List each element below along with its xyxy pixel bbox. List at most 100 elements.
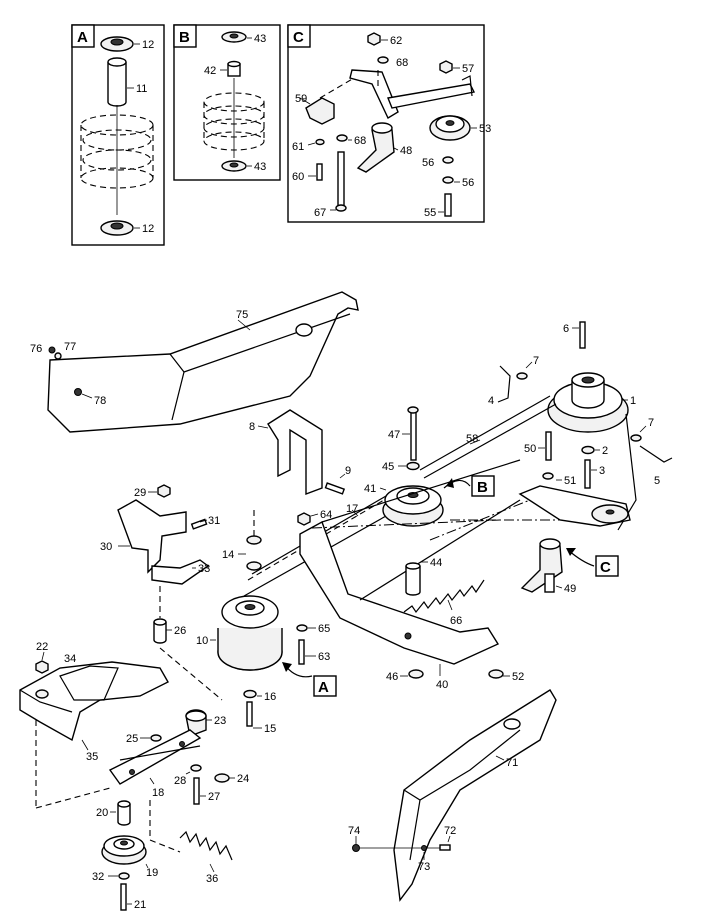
bracket-8: 8 9 (249, 409, 351, 496)
part-label-76: 76 (30, 343, 42, 355)
nut-22 (35, 660, 49, 674)
part-label-17: 17 (346, 503, 358, 515)
part-label-51: 51 (564, 475, 576, 487)
part-label-55: 55 (424, 207, 436, 219)
inset-b-frame (173, 24, 281, 181)
part-label-28: 28 (174, 775, 186, 787)
part-label-18: 18 (152, 787, 164, 799)
washer-25 (150, 734, 162, 742)
bolt-21 (120, 883, 127, 911)
part-label-42: 42 (204, 65, 216, 77)
part-label-48: 48 (400, 145, 412, 157)
callout-c: C (600, 559, 611, 576)
washer-61 (315, 138, 325, 146)
part-label-27: 27 (208, 791, 220, 803)
part-label-7b: 7 (648, 417, 654, 429)
part-label-66: 66 (450, 615, 462, 627)
part-label-15: 15 (264, 723, 276, 735)
part-label-71: 71 (506, 757, 518, 769)
spacer-26 (153, 622, 167, 644)
key-6 (579, 321, 586, 349)
part-label-58: 58 (466, 433, 478, 445)
part-label-36: 36 (206, 873, 218, 885)
part-label-33: 33 (198, 563, 210, 575)
part-label-9: 9 (345, 465, 351, 477)
part-label-22: 22 (36, 641, 48, 653)
part-label-34: 34 (64, 653, 76, 665)
part-label-75: 75 (236, 309, 248, 321)
inset-c-badge (287, 24, 311, 48)
part-label-11: 11 (136, 83, 147, 95)
nut-29 (157, 484, 171, 498)
part-label-56b: 56 (462, 177, 474, 189)
pulley-41: 47 45 41 B (364, 406, 495, 527)
spacer-44 (405, 566, 421, 596)
part-label-59: 59 (295, 93, 307, 105)
bolt-24 (214, 773, 230, 783)
spacer-11 (107, 62, 127, 107)
part-label-60: 60 (292, 171, 304, 183)
inset-c-letter: C (293, 29, 304, 46)
bracket-30: 29 30 31 33 26 (100, 484, 223, 701)
part-label-10: 10 (196, 635, 208, 647)
callout-a-badge (313, 675, 337, 697)
part-label-44: 44 (430, 557, 442, 569)
bolt-3 (584, 459, 591, 489)
pulley-19: 20 19 32 21 (92, 800, 158, 911)
inset-c: C 62 68 57 59 53 61 68 (287, 24, 491, 223)
washer-14b (246, 561, 262, 571)
screw-72 (439, 844, 451, 851)
part-label-61: 61 (292, 141, 304, 153)
bolt-15 (246, 701, 253, 727)
part-label-24: 24 (237, 773, 249, 785)
part-label-57: 57 (462, 63, 474, 75)
part-label-72: 72 (444, 825, 456, 837)
part-label-49: 49 (564, 583, 576, 595)
part-label-32: 32 (92, 871, 104, 883)
part-label-77: 77 (64, 341, 76, 353)
idler-arm-18: 25 23 18 28 27 24 (108, 709, 249, 853)
spacer-20 (117, 804, 131, 826)
callout-b: B (477, 479, 488, 496)
washer-73 (421, 845, 427, 851)
inset-a-frame (71, 24, 165, 246)
callout-c-badge (595, 555, 619, 577)
inset-b: B 43 42 43 (173, 24, 281, 181)
nut-46 (408, 669, 424, 679)
part-label-35: 35 (86, 751, 98, 763)
part-label-3: 3 (599, 465, 605, 477)
part-label-73: 73 (418, 861, 430, 873)
nut-78 (74, 388, 82, 396)
bolt-55 (444, 193, 452, 217)
part-label-1: 1 (630, 395, 636, 407)
part-label-45: 45 (382, 461, 394, 473)
part-label-43b: 43 (254, 161, 266, 173)
washer-7a (516, 372, 528, 380)
part-label-68: 68 (396, 57, 408, 69)
washer-65 (296, 624, 308, 632)
belt-58-upper (419, 395, 551, 471)
part-label-23: 23 (214, 715, 226, 727)
bolt-27 (193, 777, 200, 805)
plate-33 (151, 559, 210, 585)
washer-14a (246, 535, 262, 545)
inset-b-letter: B (179, 29, 190, 46)
part-label-46: 46 (386, 671, 398, 683)
inset-a-badge (71, 24, 95, 48)
spring-66 (403, 579, 485, 614)
washer-16 (243, 689, 257, 699)
washer-68-top (377, 56, 389, 64)
inset-b-badge (173, 24, 197, 48)
part-label-63: 63 (318, 651, 330, 663)
part-label-30: 30 (100, 541, 112, 553)
bolt-47 (410, 409, 417, 461)
part-label-12b: 12 (142, 223, 154, 235)
nut-64 (297, 512, 311, 526)
bolt-31 (190, 518, 208, 530)
part-label-68b: 68 (354, 135, 366, 147)
belt-guard-35: 22 34 35 (19, 641, 169, 809)
inset-a: A 12 11 12 (71, 24, 165, 246)
bolt-60 (316, 163, 323, 181)
idler-arm-c (349, 69, 399, 119)
